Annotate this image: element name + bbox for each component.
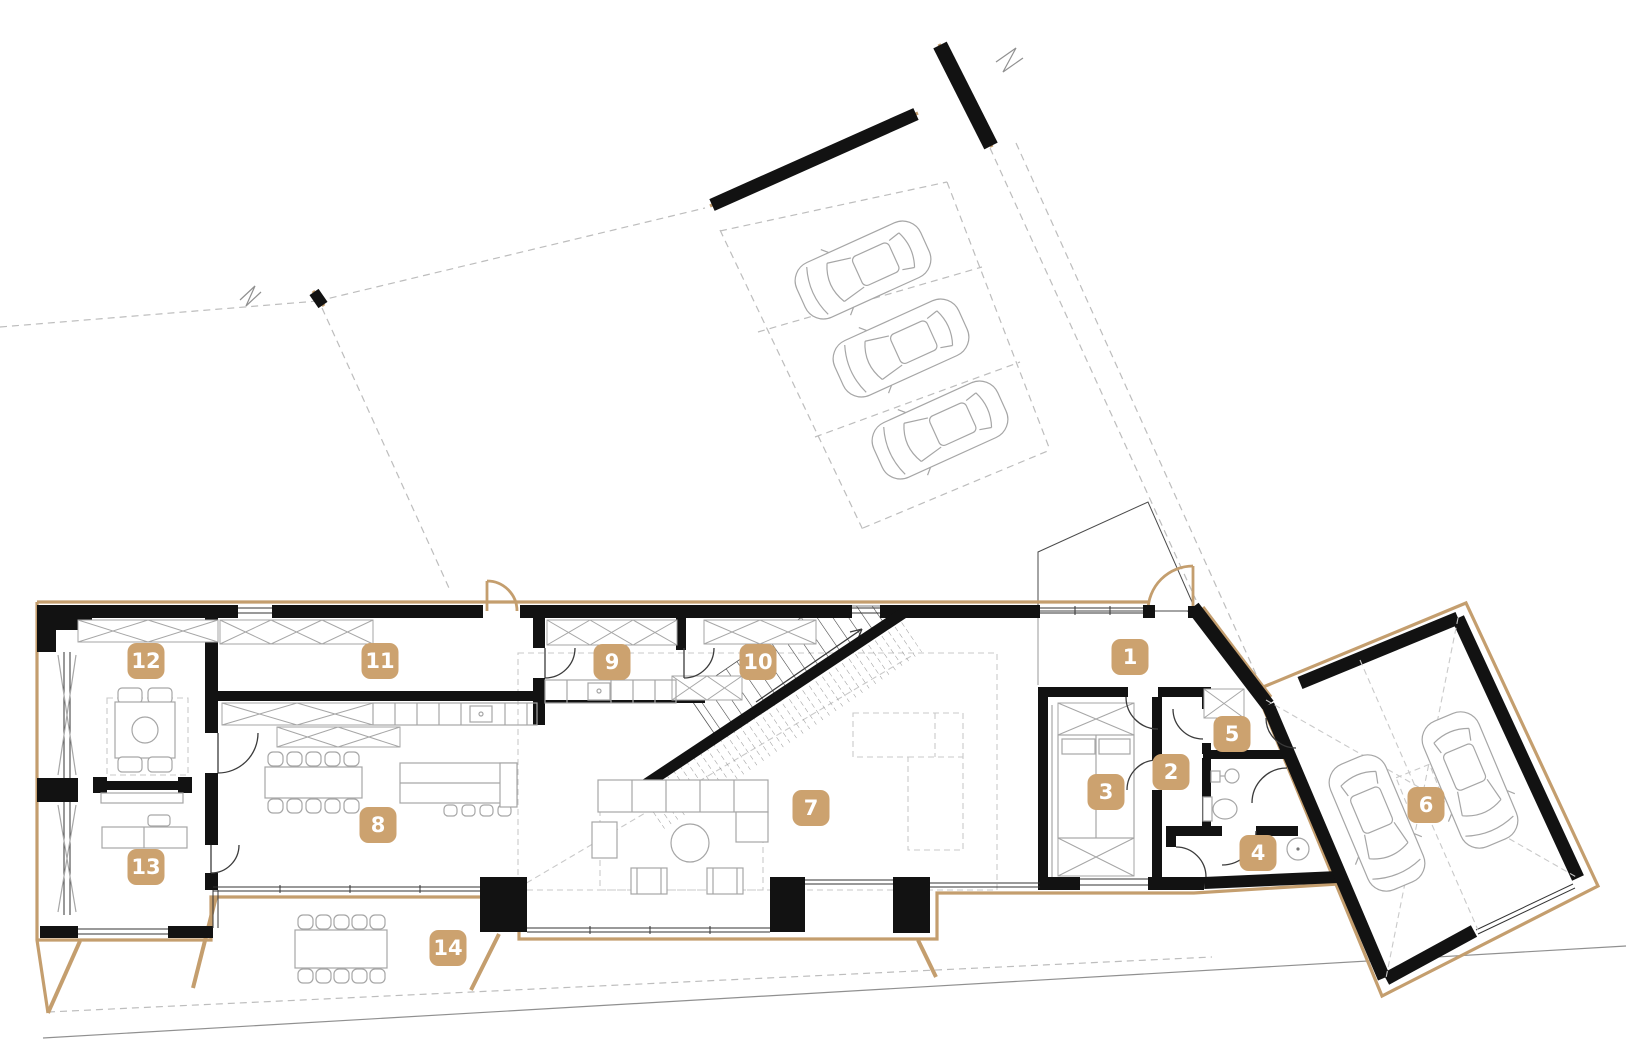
break-mark-icon xyxy=(995,47,1024,73)
desk xyxy=(100,792,188,849)
exterior-outline xyxy=(35,564,1601,1014)
parking-area xyxy=(309,41,1018,492)
room-badge-9: 9 xyxy=(593,644,631,680)
room-badge-8: 8 xyxy=(359,807,397,843)
room-badge-11: 11 xyxy=(361,643,399,679)
office-table xyxy=(106,687,189,776)
room-badge-1: 1 xyxy=(1111,639,1149,675)
coffee-table xyxy=(670,823,710,863)
entry-canopy xyxy=(1037,501,1197,612)
entrance-door xyxy=(1146,564,1195,612)
toilet xyxy=(1202,796,1238,822)
laundry-sink xyxy=(587,682,611,701)
canopy-post xyxy=(916,939,938,978)
room-badge-10: 10 xyxy=(739,644,777,680)
room-badge-14: 14 xyxy=(429,930,467,966)
room-badge-3: 3 xyxy=(1087,774,1125,810)
room-badge-7: 7 xyxy=(792,790,830,826)
wc-sink xyxy=(1210,768,1240,784)
kitchen-sink xyxy=(469,705,493,723)
room-badge-4: 4 xyxy=(1239,835,1277,871)
sofa xyxy=(597,779,769,843)
canopy-post xyxy=(46,940,82,1014)
garage-door xyxy=(1475,883,1576,935)
upper-floor-outline xyxy=(852,712,964,851)
canopy-post xyxy=(191,896,218,989)
room-badge-5: 5 xyxy=(1213,716,1251,752)
furniture xyxy=(77,619,1310,984)
room-badge-2: 2 xyxy=(1152,754,1190,790)
dining-table xyxy=(264,751,363,814)
site-lines xyxy=(0,47,1627,1039)
washbasin xyxy=(1286,837,1310,861)
room-badge-13: 13 xyxy=(127,849,165,885)
break-mark-icon xyxy=(239,285,262,307)
canopy-post xyxy=(469,933,501,991)
sideboard xyxy=(499,762,518,808)
side-table xyxy=(591,821,618,859)
exterior-door xyxy=(485,579,519,612)
windows xyxy=(57,606,1576,935)
room-badge-12: 12 xyxy=(127,643,165,679)
room-badge-6: 6 xyxy=(1407,787,1445,823)
kitchen-island xyxy=(399,762,518,817)
parked-cars xyxy=(785,208,1018,492)
walls xyxy=(37,602,1584,985)
terrace-table xyxy=(294,914,388,984)
